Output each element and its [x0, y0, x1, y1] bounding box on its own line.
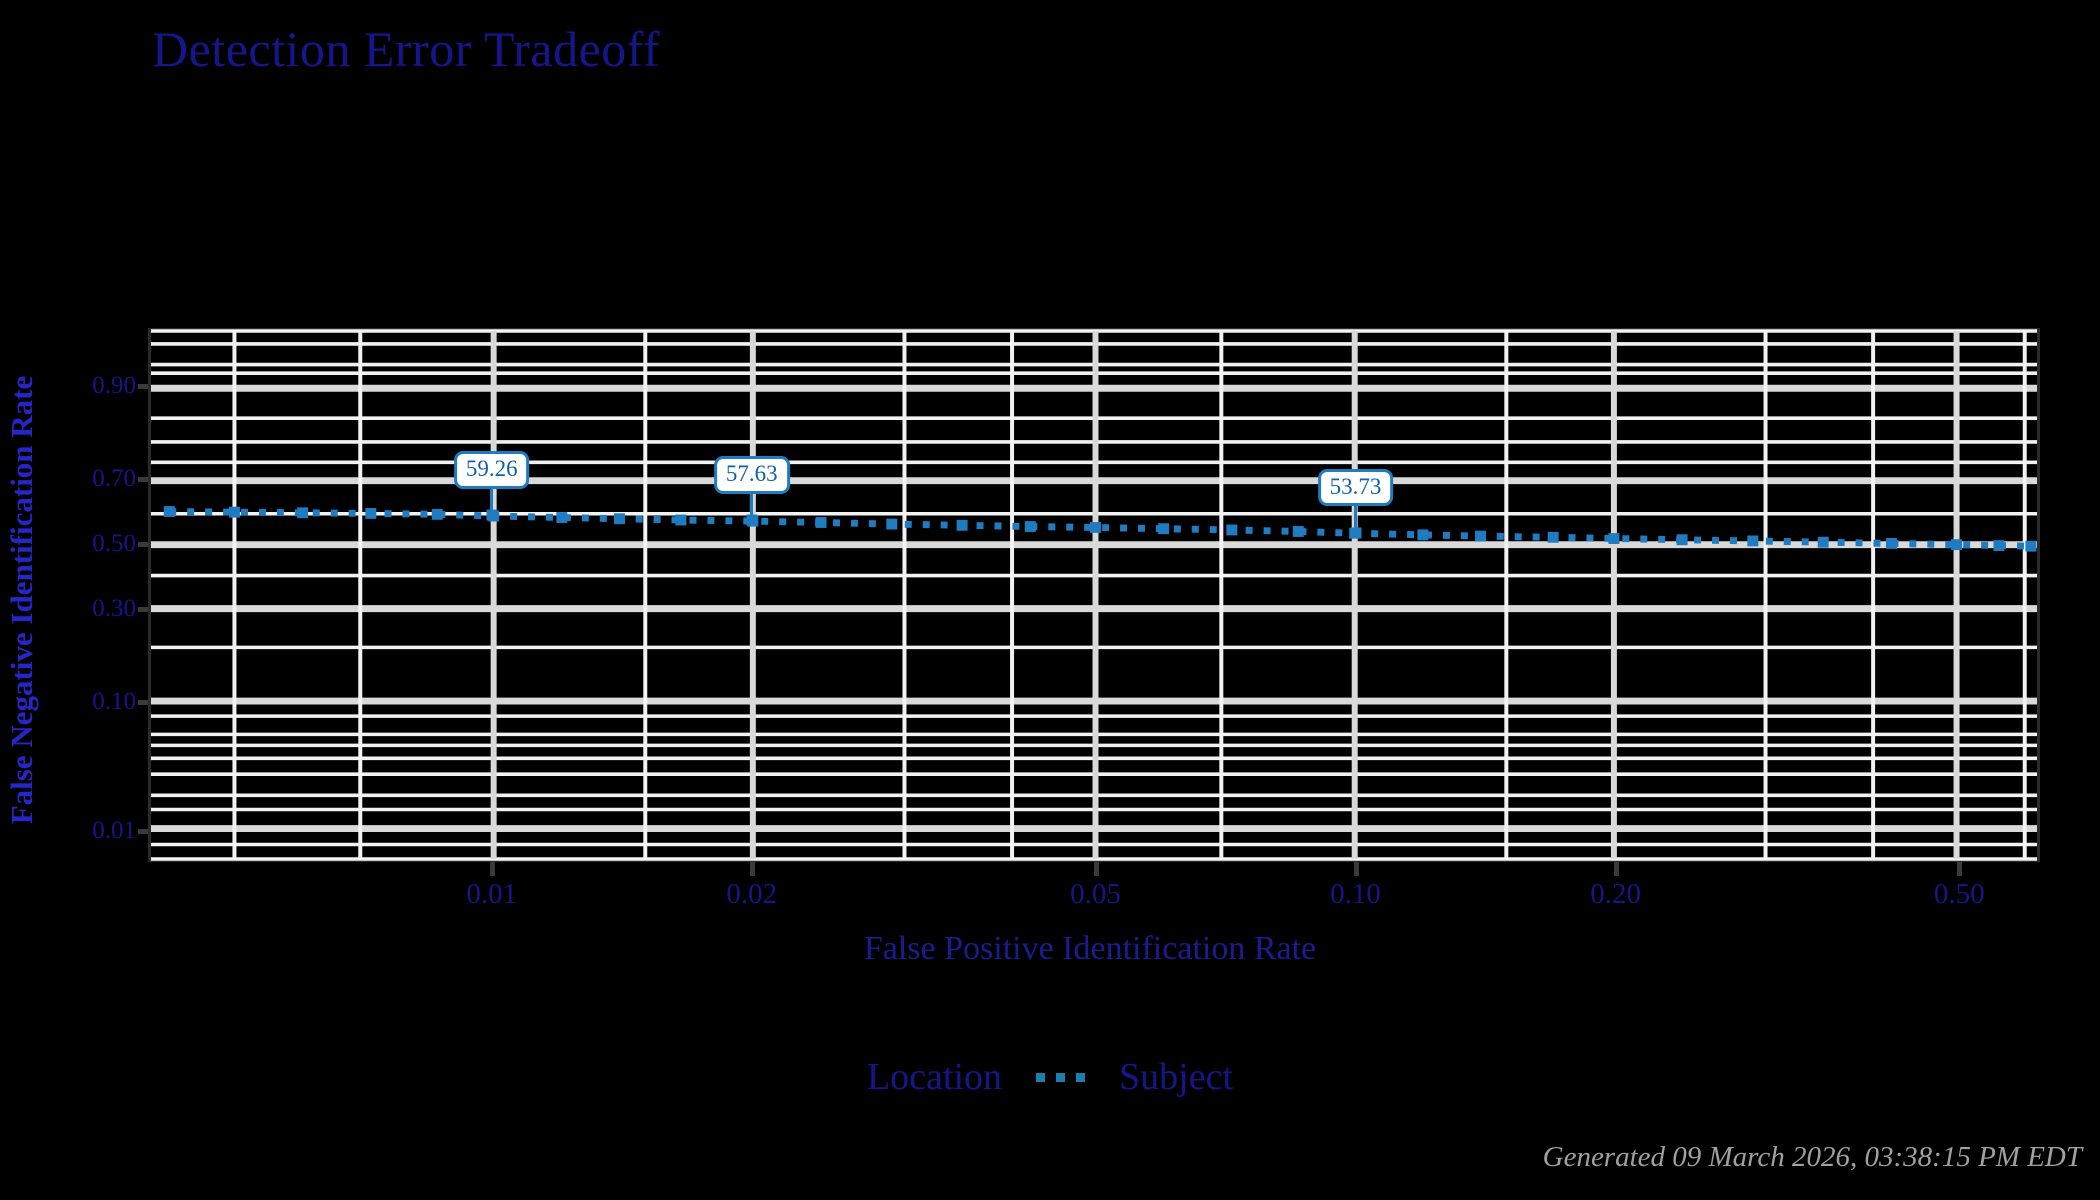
y-axis-title: False Negative Identification Rate [4, 375, 39, 825]
x-axis-tick-0.50: 0.50 [1933, 878, 1985, 910]
x-axis-tick-mark [1093, 862, 1099, 876]
y-axis-tick-0.90: 0.90 [92, 371, 136, 399]
legend-group-label: Location [866, 1056, 1003, 1098]
y-axis-tick-0.10: 0.10 [92, 688, 136, 716]
x-axis-title: False Positive Identification Rate [863, 930, 1317, 967]
data-label-stem [1354, 504, 1358, 533]
x-axis-tick-0.20: 0.20 [1590, 878, 1641, 910]
plot-area [148, 328, 2040, 862]
x-axis-tick-0.01: 0.01 [466, 878, 518, 910]
series-subject [163, 506, 2037, 552]
y-axis-tick-mark [138, 829, 156, 835]
x-axis-tick-mark [1353, 862, 1359, 876]
y-axis-tick-0.30: 0.30 [92, 594, 136, 622]
x-axis-tick-labels: 0.01 0.02 0.05 0.10 0.20 0.50 [148, 862, 2040, 918]
page-title: Detection Error Tradeoff [152, 21, 661, 77]
y-axis-tick-mark [138, 606, 156, 612]
x-axis-tick-mark [489, 862, 495, 876]
y-axis-tick-labels: 0.90 0.70 0.50 0.30 0.10 0.01 [40, 328, 156, 862]
data-label-anchor-point [486, 509, 498, 521]
y-axis-tick-mark [138, 383, 156, 389]
y-axis-tick-0.01: 0.01 [92, 817, 136, 845]
legend-entry-subject: Subject [1119, 1056, 1234, 1098]
x-axis-tick-0.05: 0.05 [1070, 878, 1121, 910]
legend: Location Subject [0, 1055, 2100, 1099]
x-axis-tick-0.10: 0.10 [1330, 878, 1381, 910]
y-axis-tick-mark [138, 542, 156, 548]
y-axis-tick-mark [138, 477, 156, 483]
y-axis-tick-mark [138, 700, 156, 706]
data-label-57.63[interactable]: 57.63 [713, 456, 790, 494]
data-label-53.73[interactable]: 53.73 [1317, 468, 1394, 506]
data-label-stem [750, 492, 754, 521]
data-label-anchor-point [1350, 527, 1362, 539]
legend-marker-dotted-line-icon [1028, 1072, 1093, 1082]
gridlines [151, 329, 2037, 861]
data-label-stem [490, 487, 494, 516]
data-label-anchor-point [746, 514, 758, 526]
data-label-59.26[interactable]: 59.26 [453, 451, 530, 489]
x-axis-tick-mark [749, 862, 755, 876]
y-axis-tick-0.70: 0.70 [92, 465, 136, 493]
x-axis-tick-mark [1957, 862, 1963, 876]
generated-timestamp: Generated 09 March 2026, 03:38:15 PM EDT [1542, 1141, 2082, 1173]
x-axis-tick-mark [1613, 862, 1619, 876]
y-axis-tick-0.50: 0.50 [92, 530, 136, 558]
x-axis-tick-0.02: 0.02 [726, 878, 778, 910]
